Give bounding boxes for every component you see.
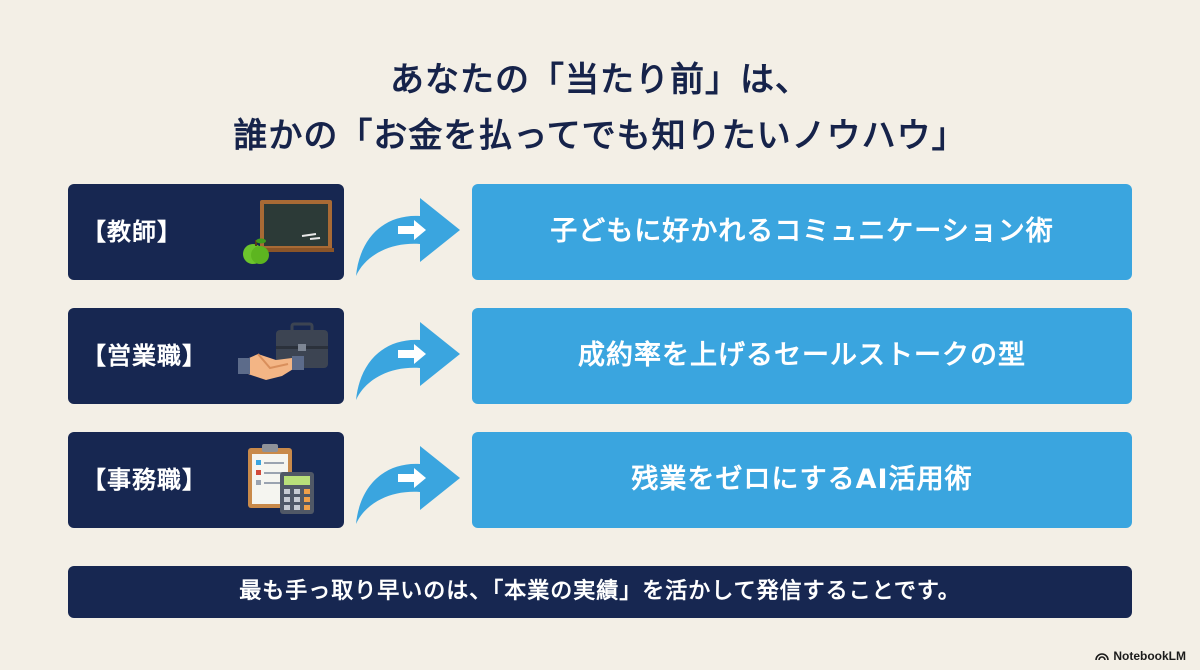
- notebooklm-logo-icon: [1095, 653, 1110, 661]
- role-box-teacher: 【教師】: [68, 184, 344, 280]
- watermark-text: NotebookLM: [1113, 649, 1186, 663]
- result-box-office: 残業をゼロにするAI活用術: [472, 432, 1132, 528]
- row-teacher: 【教師】 子どもに好かれるコミュニケーション術: [68, 184, 1132, 280]
- arrow-icon: [356, 446, 460, 524]
- title-line-1: あなたの「当たり前」は、: [390, 60, 810, 100]
- result-box-teacher: 子どもに好かれるコミュニケーション術: [472, 184, 1132, 280]
- arrow-icon: [356, 198, 460, 276]
- role-label: 【事務職】: [82, 466, 207, 494]
- title-line-2: 誰かの「お金を払ってでも知りたいノウハウ」: [233, 116, 967, 156]
- notebooklm-watermark: NotebookLM: [1095, 648, 1186, 664]
- blackboard-apple-icon: [243, 200, 334, 264]
- role-box-office: 【事務職】: [68, 432, 344, 528]
- role-label: 【営業職】: [82, 342, 207, 370]
- role-label: 【教師】: [82, 218, 182, 246]
- arrow-icon: [356, 322, 460, 400]
- bottom-message: 最も手っ取り早いのは、「本業の実績」を活かして発信することです。: [68, 566, 1132, 618]
- result-box-sales: 成約率を上げるセールストークの型: [472, 308, 1132, 404]
- page-title: あなたの「当たり前」は、 誰かの「お金を払ってでも知りたいノウハウ」: [0, 52, 1200, 164]
- row-office: 【事務職】 残業をゼロにするAI活用術: [68, 432, 1132, 528]
- row-sales: 【営業職】 成約率を上げるセールストークの型: [68, 308, 1132, 404]
- handshake-briefcase-icon: [238, 322, 328, 380]
- role-box-sales: 【営業職】: [68, 308, 344, 404]
- clipboard-calculator-icon: [248, 444, 314, 514]
